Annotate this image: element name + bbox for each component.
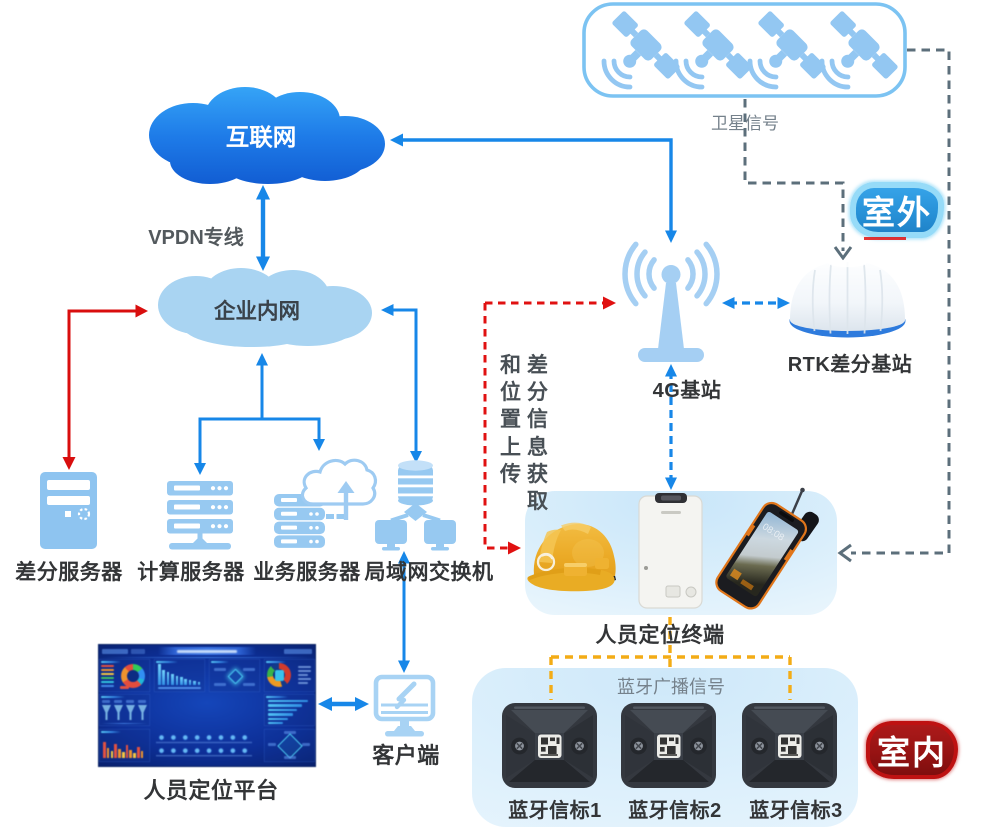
satellite-icon bbox=[669, 9, 754, 94]
connector-lines bbox=[62, 48, 951, 711]
dashboard-topleft-widget2 bbox=[131, 649, 145, 654]
dash-satellite-terminal bbox=[837, 48, 951, 563]
dashboard-panel-hbars bbox=[264, 694, 315, 726]
rugged-phone-icon: 08:08 bbox=[715, 487, 819, 610]
business-server-icon bbox=[274, 458, 378, 548]
dashboard-header-divider bbox=[98, 657, 316, 659]
station-4g-label: 4G基站 bbox=[652, 380, 722, 402]
antenna-4g-icon bbox=[622, 241, 720, 362]
bluetooth-signal-label: 蓝牙广播信号 bbox=[617, 677, 725, 697]
arrow-lanswitch-client bbox=[398, 551, 410, 673]
beacon-device-2 bbox=[620, 702, 717, 789]
beacon-device-3 bbox=[741, 702, 838, 789]
arrow-4g-rtk bbox=[722, 297, 790, 309]
dashboard-panel-grouped-bars bbox=[99, 729, 150, 762]
indoor-zone-badge: 室内 bbox=[866, 721, 958, 779]
diff-upload-note-col2: 和位置上传 bbox=[500, 354, 521, 486]
dashboard-topright-widget bbox=[284, 649, 312, 654]
upload-cloud-outline bbox=[300, 458, 378, 506]
beacon-label-2: 蓝牙信标2 bbox=[628, 800, 722, 822]
beacon-label-3: 蓝牙信标3 bbox=[749, 800, 843, 822]
compute-server-icon bbox=[167, 481, 233, 550]
dash-terminal-beacons bbox=[549, 617, 792, 700]
satellite-icon bbox=[815, 9, 900, 94]
satellite-icon bbox=[743, 9, 828, 94]
arrow-diff-dashed bbox=[483, 296, 616, 555]
lan-switch-icon bbox=[375, 460, 456, 551]
outdoor-zone-badge: 室外 bbox=[850, 182, 944, 238]
rtk-label: RTK差分基站 bbox=[787, 354, 913, 376]
dashboard-icon-grid bbox=[156, 732, 252, 759]
beacon-device-1 bbox=[501, 702, 598, 789]
intranet-cloud bbox=[158, 268, 372, 347]
arrow-internet-4g bbox=[390, 133, 677, 243]
dashboard-title-bar bbox=[158, 647, 256, 655]
dashboard-panel-radar bbox=[264, 729, 315, 762]
dashboard-panel-center-kpi bbox=[209, 659, 260, 692]
dashboard-topleft-widget bbox=[102, 649, 128, 654]
rtk-dome-icon bbox=[789, 259, 906, 338]
outdoor-badge-red-mark bbox=[864, 237, 906, 240]
client-icon bbox=[373, 674, 436, 737]
arrow-intranet-servers bbox=[194, 353, 325, 475]
lan-switch-label: 局域网交换机 bbox=[364, 561, 494, 584]
terminal-label: 人员定位终端 bbox=[595, 624, 725, 647]
diff-upload-note-col1: 差分信息获取 bbox=[527, 354, 548, 514]
beacon-label-1: 蓝牙信标1 bbox=[508, 800, 602, 822]
satellite-icon bbox=[597, 9, 682, 94]
satellite-box-border bbox=[582, 2, 907, 98]
arrow-4g-terminal bbox=[665, 364, 677, 490]
arrow-intranet-lanswitch bbox=[381, 304, 422, 463]
business-server-label: 业务服务器 bbox=[253, 561, 361, 584]
compute-server-label: 计算服务器 bbox=[137, 561, 245, 584]
dashboard-panel-pie2 bbox=[264, 659, 315, 692]
dashboard-panel-pie1 bbox=[99, 659, 150, 692]
diff-server-label: 差分服务器 bbox=[15, 561, 123, 584]
arrow-diffserver-intranet bbox=[62, 304, 148, 470]
platform-dashboard-screenshot bbox=[98, 644, 316, 767]
satellite-signal-label: 卫星信号 bbox=[711, 114, 779, 133]
internet-label: 互联网 bbox=[225, 124, 297, 150]
diff-server-icon bbox=[40, 472, 97, 549]
client-label: 客户端 bbox=[372, 743, 440, 768]
vpdn-label: VPDN专线 bbox=[148, 227, 244, 249]
helmet-icon bbox=[527, 522, 616, 592]
intranet-label: 企业内网 bbox=[213, 299, 301, 324]
arrow-internet-intranet bbox=[256, 185, 270, 271]
satellite-group bbox=[582, 2, 907, 98]
badge-device-icon bbox=[638, 493, 703, 609]
dashboard-panel-funnels bbox=[99, 694, 150, 726]
dash-satellite-rtk bbox=[743, 99, 853, 261]
internet-cloud bbox=[149, 87, 385, 184]
arrow-platform-client bbox=[318, 697, 369, 711]
dashboard-panel-barchart bbox=[154, 659, 205, 692]
platform-label: 人员定位平台 bbox=[143, 778, 279, 803]
